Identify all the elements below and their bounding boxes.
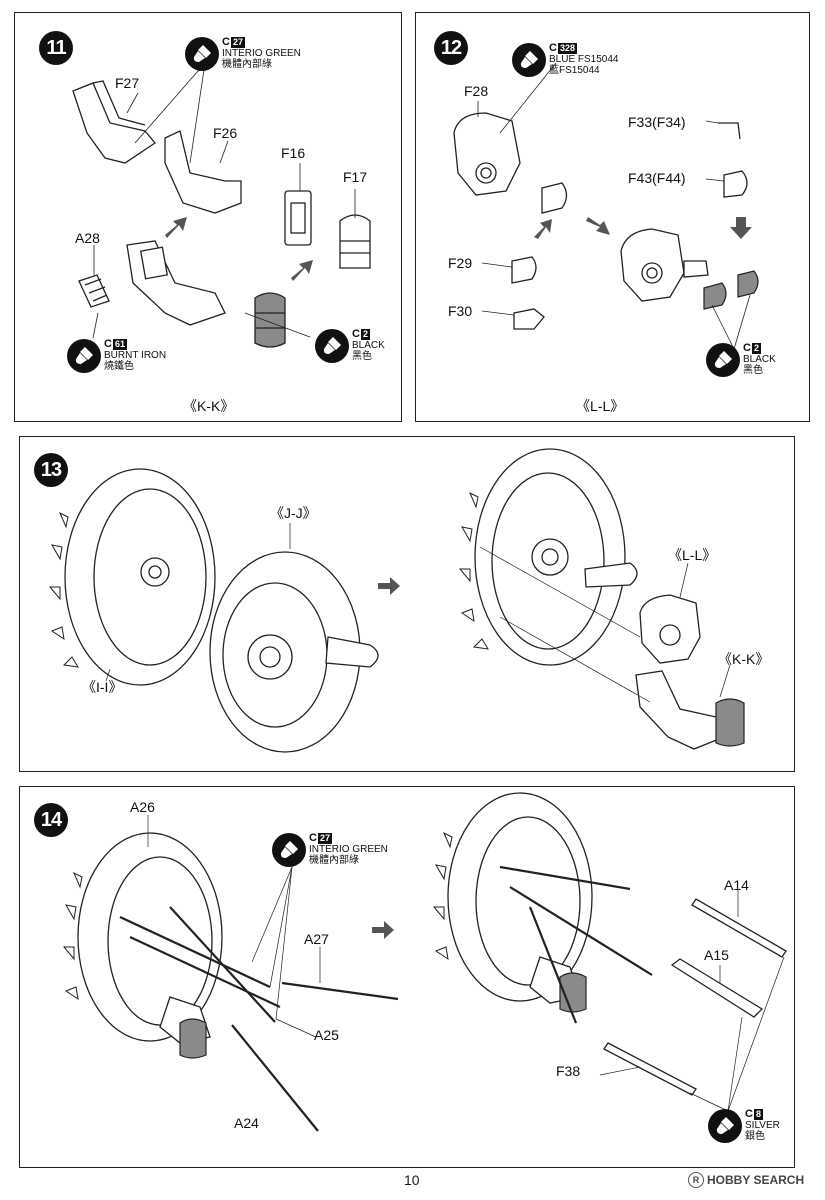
part-label-a27: A27	[304, 931, 329, 947]
part-label-f38: F38	[556, 1063, 581, 1079]
assembly-arrow-icon	[730, 217, 752, 239]
step-number-badge: 12	[434, 31, 468, 65]
part-label-a28: A28	[75, 230, 100, 246]
subassembly-label-ii: 《I-I》	[82, 679, 123, 695]
part-label-f43: F43(F44)	[628, 170, 686, 186]
step-12-panel: 12 F28 F33(F34) F43(F44) F29 F30 《L-L》 C…	[415, 12, 810, 422]
subassembly-label: 《K-K》	[183, 398, 235, 414]
subassembly-label-jj: 《J-J》	[270, 505, 317, 521]
step-number-badge: 13	[34, 453, 68, 487]
step-13-drawing	[48, 448, 745, 753]
part-label-a14: A14	[724, 877, 749, 893]
subassembly-label-ll: 《L-L》	[668, 547, 717, 563]
paint-brush-icon	[193, 45, 211, 62]
watermark: R HOBBY SEARCH	[688, 1172, 804, 1188]
step-number-badge: 11	[39, 31, 73, 65]
subassembly-label-kk: 《K-K》	[718, 651, 770, 667]
part-label-a26: A26	[130, 799, 155, 815]
step-12-drawing	[453, 62, 759, 350]
assembly-arrow-icon	[291, 260, 313, 281]
part-label-a25: A25	[314, 1027, 339, 1043]
assembly-arrow-icon	[372, 921, 394, 939]
step-13-panel: 13 《J-J》 《I-I》 《L-L》 《K-K》	[19, 436, 795, 772]
assembly-arrow-icon	[165, 217, 187, 238]
paint-brush-icon	[520, 51, 538, 68]
part-label-a15: A15	[704, 947, 729, 963]
part-label-f16: F16	[281, 145, 306, 161]
part-label-f17: F17	[343, 169, 368, 185]
part-label-f33: F33(F34)	[628, 114, 686, 130]
paint-brush-icon	[716, 1117, 734, 1134]
registered-icon: R	[688, 1172, 704, 1188]
subassembly-label: 《L-L》	[576, 398, 625, 414]
assembly-arrow-icon	[378, 577, 400, 595]
part-label-f29: F29	[448, 255, 473, 271]
part-label-f28: F28	[464, 83, 489, 99]
page-number: 10	[404, 1172, 420, 1188]
step-11-drawing	[72, 62, 371, 348]
paint-brush-icon	[280, 841, 298, 858]
paint-brush-icon	[75, 347, 93, 364]
part-label-f27: F27	[115, 75, 140, 91]
step-number-badge: 14	[34, 803, 68, 837]
assembly-arrow-icon	[586, 217, 610, 235]
part-label-a24: A24	[234, 1115, 259, 1131]
watermark-text: HOBBY SEARCH	[707, 1173, 805, 1187]
assembly-arrow-icon	[534, 219, 552, 239]
step-14-drawing	[62, 792, 787, 1132]
paint-brush-icon	[714, 351, 732, 368]
part-label-f26: F26	[213, 125, 238, 141]
paint-brush-icon	[323, 337, 341, 354]
part-label-f30: F30	[448, 303, 473, 319]
